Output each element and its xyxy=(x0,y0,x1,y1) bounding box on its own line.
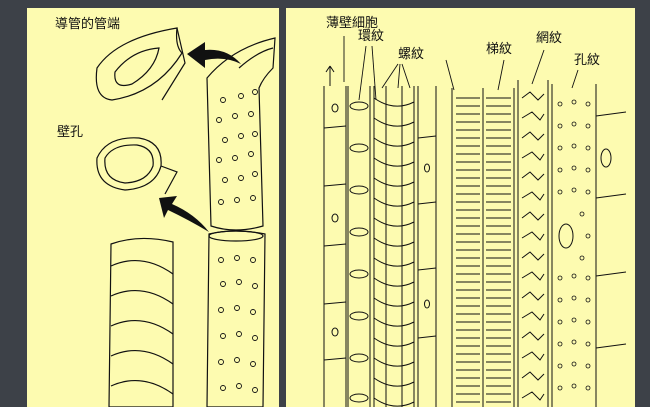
lower-vessel-pits xyxy=(218,255,258,393)
pitted-label: 孔紋 xyxy=(574,53,601,68)
vessel-element-drawing xyxy=(95,27,276,407)
reticulate-label: 網紋 xyxy=(536,31,563,46)
parenchyma-column xyxy=(323,65,347,407)
spiral-label: 螺紋 xyxy=(398,47,425,62)
annular-label: 環紋 xyxy=(358,29,385,44)
parenchyma-column-2 xyxy=(417,86,437,407)
pitted-column-pits xyxy=(557,99,591,391)
pitted-column xyxy=(551,84,627,407)
reticulate-column xyxy=(517,80,549,407)
upper-pitted-vessel xyxy=(206,37,276,231)
spiral-column xyxy=(373,86,415,407)
arrows xyxy=(159,42,241,232)
scalariform-label: 梯紋 xyxy=(486,42,513,57)
lower-arrow-icon xyxy=(159,196,209,232)
leader-lines xyxy=(343,36,579,101)
spiral-vessel xyxy=(108,237,174,407)
vessel-end-sketch xyxy=(95,27,183,101)
upper-arrow-icon xyxy=(187,42,241,68)
xylem-types-drawing xyxy=(323,36,627,407)
pit-label: 壁孔 xyxy=(57,125,84,140)
scalariform-column xyxy=(451,88,515,407)
vessel-element-panel: 導管的管端 壁孔 xyxy=(27,8,279,407)
parenchyma-label: 薄壁細胞 xyxy=(326,16,379,31)
upper-vessel-pits xyxy=(216,89,258,205)
annular-column xyxy=(347,86,371,407)
lower-pitted-vessel xyxy=(206,230,266,407)
xylem-types-panel: 薄壁細胞 環紋 螺紋 梯紋 網紋 孔紋 xyxy=(286,8,635,407)
vessel-end-label: 導管的管端 xyxy=(55,17,121,32)
